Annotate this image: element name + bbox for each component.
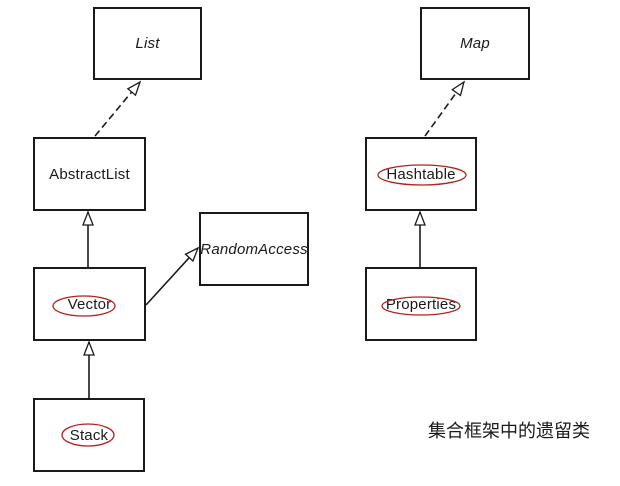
node-hashtable: Hashtable	[365, 137, 477, 211]
edge-abstractlist-to-list	[94, 80, 142, 137]
node-vector: Vector	[33, 267, 146, 341]
node-stack-label: Stack	[69, 426, 109, 444]
node-properties-label: Properties	[385, 295, 457, 313]
diagram-caption: 集合框架中的遗留类	[428, 421, 590, 441]
node-hashtable-label: Hashtable	[386, 165, 456, 183]
node-list-label: List	[135, 35, 160, 52]
node-map-label: Map	[460, 35, 490, 52]
edge-vector-to-randomaccess	[145, 246, 200, 306]
node-properties: Properties	[365, 267, 477, 341]
node-list: List	[93, 7, 202, 80]
node-abstractlist: AbstractList	[33, 137, 146, 211]
node-abstractlist-label: AbstractList	[49, 165, 130, 183]
edge-hashtable-to-map	[424, 80, 466, 137]
node-randomaccess-label: RandomAccess	[200, 240, 308, 258]
node-stack: Stack	[33, 398, 145, 472]
node-map: Map	[420, 7, 530, 80]
node-randomaccess: RandomAccess	[199, 212, 309, 286]
node-vector-label: Vector	[67, 295, 112, 313]
